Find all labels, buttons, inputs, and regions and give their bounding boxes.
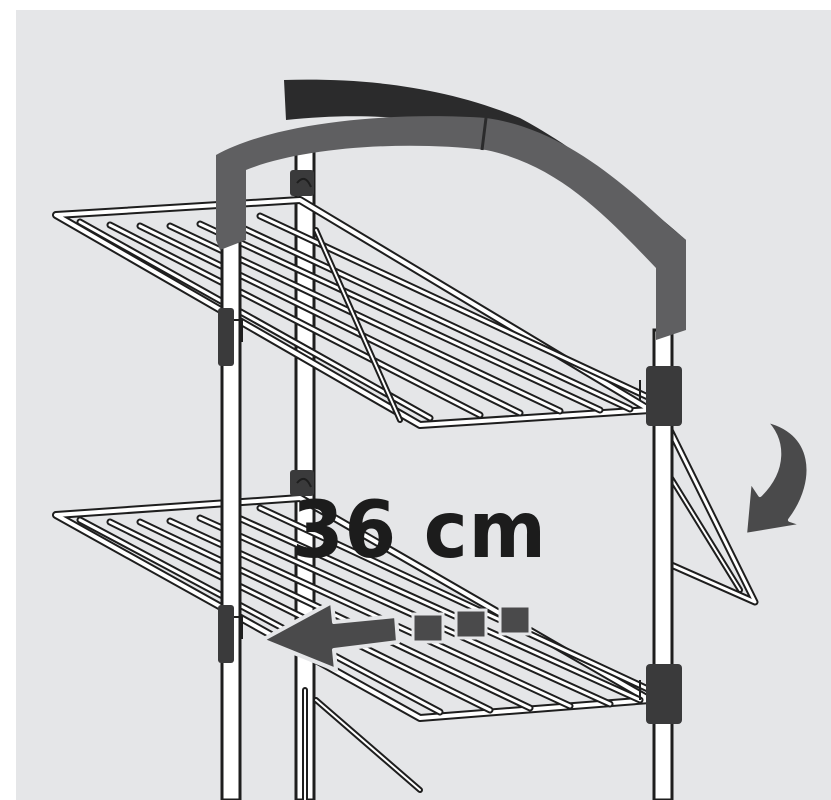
- arrow-left-dashed-icon: [260, 600, 532, 672]
- handle-arch: [216, 116, 686, 340]
- clip-hooks: [234, 177, 641, 700]
- upper-shelf: [52, 196, 759, 606]
- clips: [218, 170, 682, 724]
- curved-arrow-down-icon: [743, 418, 811, 537]
- measurement-label: 36 cm: [292, 486, 547, 576]
